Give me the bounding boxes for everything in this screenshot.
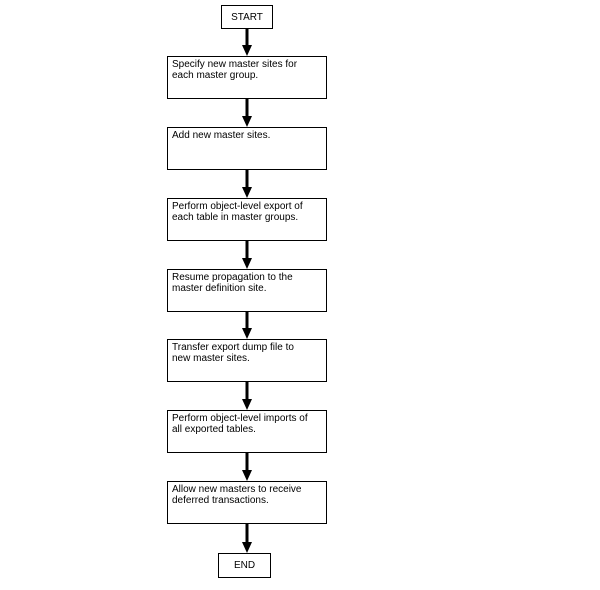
flow-arrow bbox=[242, 29, 252, 56]
flow-arrow bbox=[242, 312, 252, 339]
arrow-head bbox=[242, 187, 252, 198]
arrow-head bbox=[242, 328, 252, 339]
arrow-head bbox=[242, 470, 252, 481]
flow-arrow bbox=[242, 453, 252, 481]
flow-arrow bbox=[242, 524, 252, 553]
flow-arrow bbox=[242, 170, 252, 198]
step-box-transfer-dump-file: Transfer export dump file to new master … bbox=[167, 339, 327, 382]
start-node: START bbox=[221, 5, 273, 29]
step-box-object-level-imports: Perform object-level imports of all expo… bbox=[167, 410, 327, 453]
flow-arrow bbox=[242, 382, 252, 410]
arrow-head bbox=[242, 399, 252, 410]
flow-arrow bbox=[242, 241, 252, 269]
step-box-specify-master-sites: Specify new master sites for each master… bbox=[167, 56, 327, 99]
arrow-head bbox=[242, 116, 252, 127]
step-box-allow-deferred-transactions: Allow new masters to receive deferred tr… bbox=[167, 481, 327, 524]
end-node: END bbox=[218, 553, 271, 578]
arrow-head bbox=[242, 542, 252, 553]
step-box-object-level-export: Perform object-level export of each tabl… bbox=[167, 198, 327, 241]
step-box-add-master-sites: Add new master sites. bbox=[167, 127, 327, 170]
start-label: START bbox=[231, 11, 263, 23]
arrow-head bbox=[242, 258, 252, 269]
arrow-head bbox=[242, 45, 252, 56]
step-box-resume-propagation: Resume propagation to the master definit… bbox=[167, 269, 327, 312]
end-label: END bbox=[233, 560, 256, 571]
flow-arrow bbox=[242, 99, 252, 127]
